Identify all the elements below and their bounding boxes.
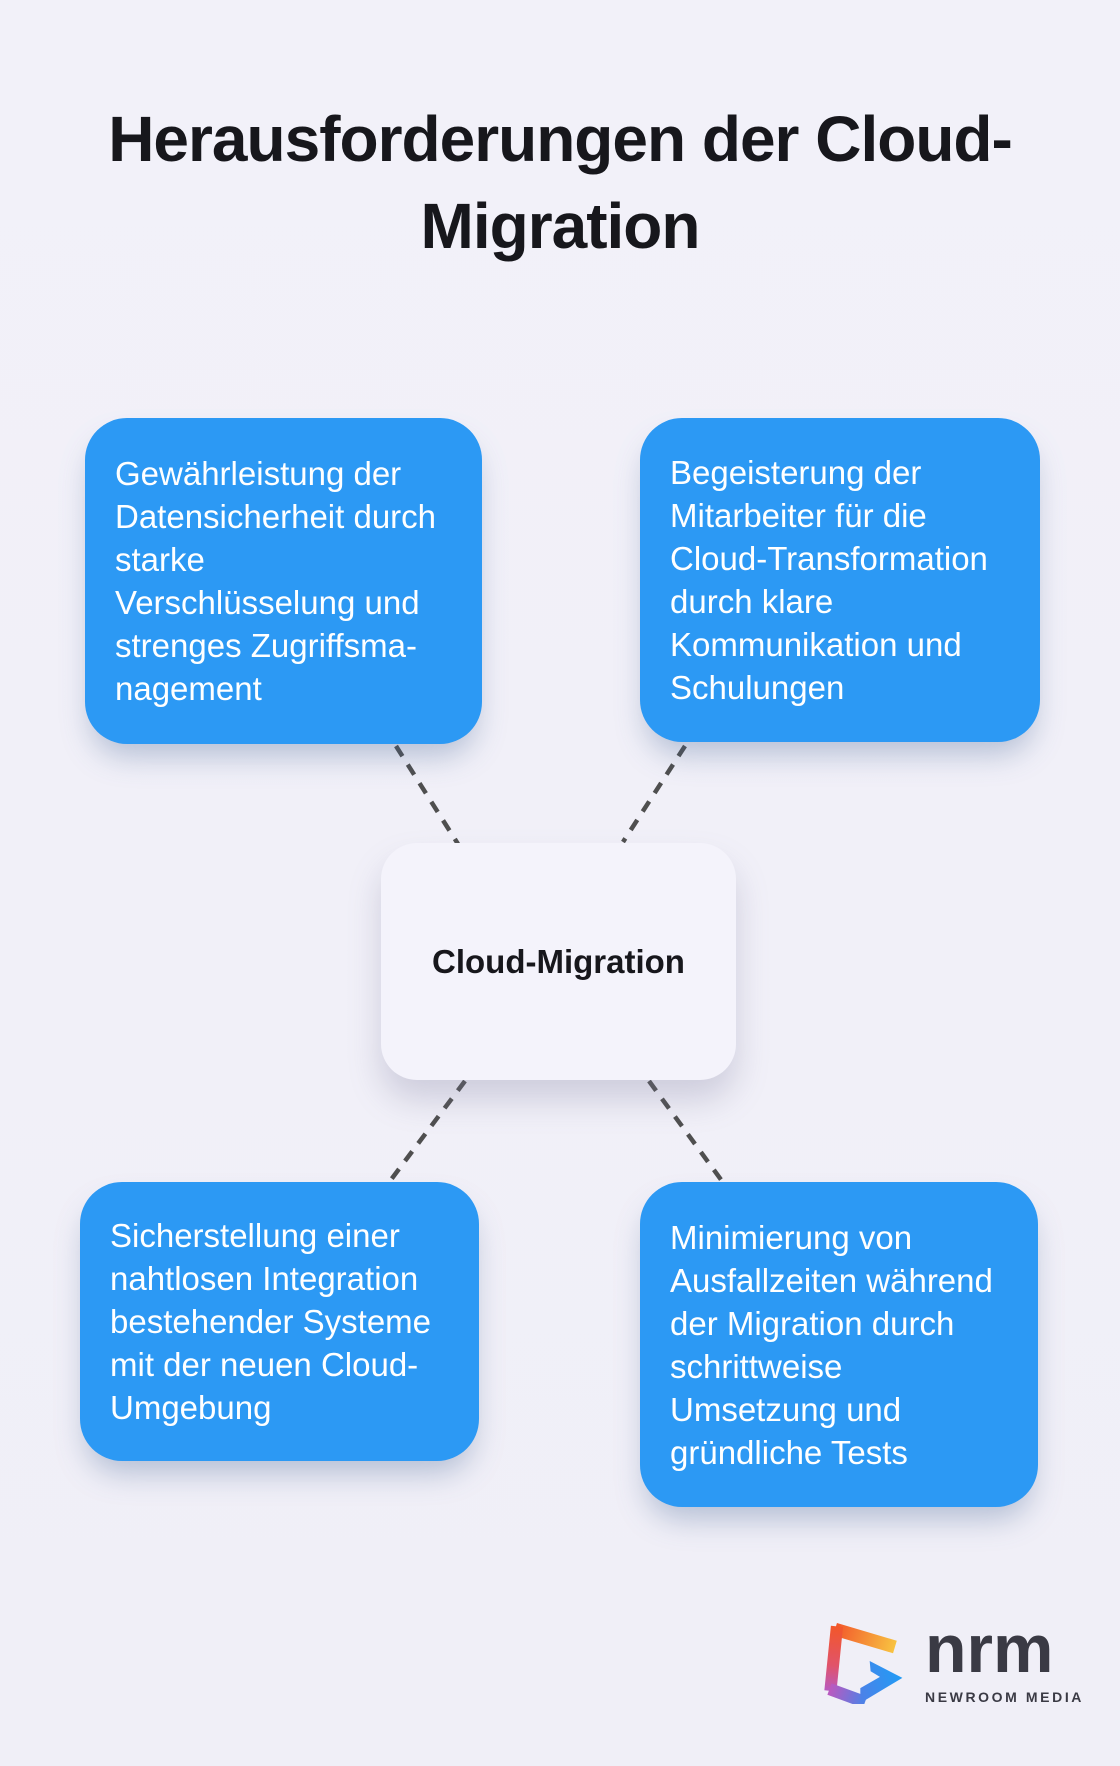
logo-brand: nrm: [925, 1611, 1054, 1687]
connector-bottom-left: [388, 1079, 467, 1183]
connector-top-left: [394, 744, 460, 846]
node-bottom-right: Minimierung von Ausfallzeiten während de…: [640, 1182, 1038, 1507]
connector-top-right: [621, 744, 687, 844]
page-title: Herausforderungen der Cloud- Migration: [0, 96, 1120, 270]
node-top-right: Begeisterung der Mitarbeiter für die Clo…: [640, 418, 1040, 742]
node-bottom-left: Sicherstellung einer nahtlosen Integrati…: [80, 1182, 479, 1461]
page-title-line1: Herausforderungen der Cloud-: [108, 103, 1013, 175]
connector-bottom-right: [647, 1079, 724, 1183]
node-top-right-text: Begeisterung der Mitarbeiter für die Clo…: [670, 454, 988, 706]
center-node-label: Cloud-Migration: [432, 942, 685, 980]
center-node: Cloud-Migration: [381, 843, 736, 1080]
nrm-logo-icon: [824, 1622, 903, 1704]
node-top-left: Gewährleistung der Datensicherheit durch…: [85, 418, 482, 744]
node-top-left-text: Gewährleistung der Datensicherheit durch…: [115, 455, 437, 707]
page-title-line2: Migration: [420, 190, 701, 262]
logo-tagline: NEWROOM MEDIA: [925, 1689, 1085, 1705]
logo: nrm NEWROOM MEDIA: [818, 1611, 1085, 1705]
logo-text: nrm NEWROOM MEDIA: [925, 1611, 1085, 1705]
node-bottom-right-text: Minimierung von Ausfallzeiten während de…: [670, 1218, 993, 1471]
node-bottom-left-text: Sicherstellung einer nahtlosen Integrati…: [110, 1217, 432, 1426]
